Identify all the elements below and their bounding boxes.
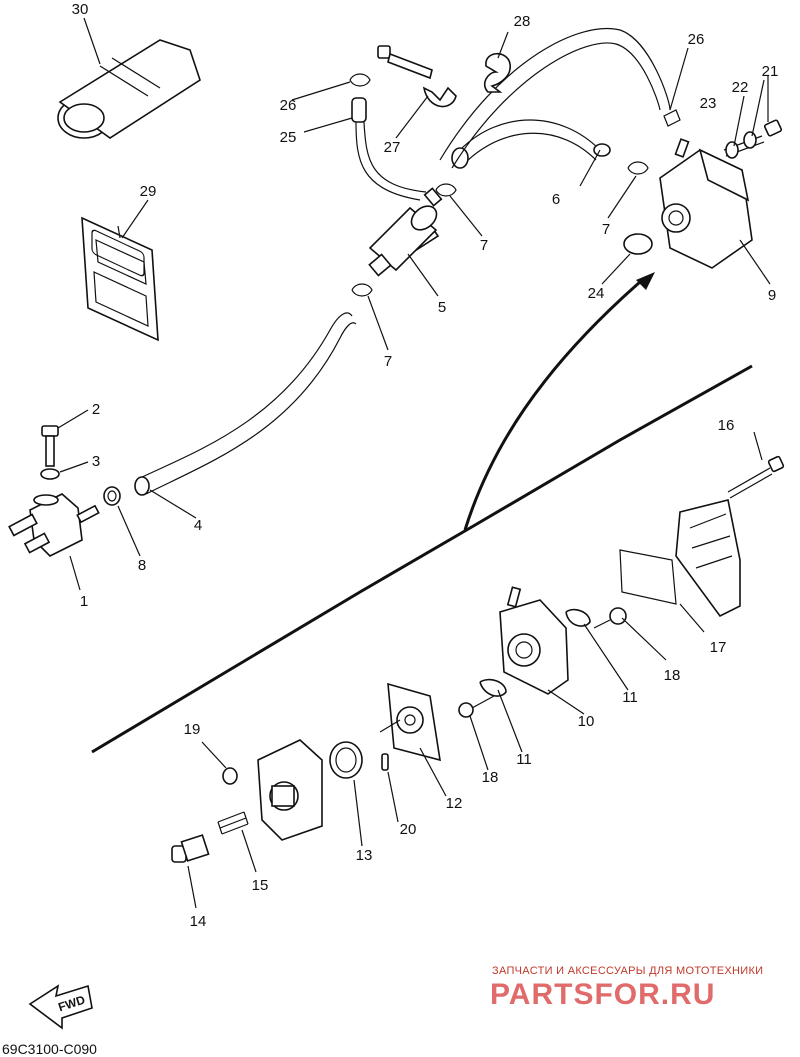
part-26-clip-right — [663, 109, 681, 127]
part-5-fuel-filter — [368, 187, 443, 277]
callout-11-lower: 11 — [516, 751, 532, 768]
part-12-diaphragm — [379, 682, 441, 762]
callout-11-upper: 11 — [622, 689, 638, 706]
callout-15: 15 — [252, 877, 269, 894]
callout-26-left: 26 — [280, 97, 297, 114]
callout-1: 1 — [80, 593, 88, 610]
part-6-fuel-hose — [451, 119, 611, 169]
callout-3: 3 — [92, 453, 100, 470]
callout-7-lower: 7 — [384, 353, 392, 370]
part-15-spring — [217, 811, 249, 835]
part-20-pin — [381, 753, 389, 771]
part-7-clip-b — [435, 183, 457, 197]
part-11-valve-lower — [479, 678, 507, 697]
part-14-plunger — [171, 834, 210, 863]
part-11-valve-upper — [565, 608, 591, 627]
part-26-clip-left — [349, 73, 371, 87]
callout-13: 13 — [356, 847, 373, 864]
callout-22: 22 — [732, 79, 749, 96]
part-13-spring — [329, 741, 363, 779]
detail-arrow-icon — [636, 272, 655, 290]
callout-30: 30 — [72, 1, 89, 18]
callout-5: 5 — [438, 299, 446, 316]
callout-6: 6 — [552, 191, 560, 208]
callout-12: 12 — [446, 795, 463, 812]
callout-10: 10 — [578, 713, 595, 730]
part-19-nut — [222, 767, 238, 785]
callout-24: 24 — [588, 285, 605, 302]
callout-2: 2 — [92, 401, 100, 418]
callout-14: 14 — [190, 913, 207, 930]
callout-18-upper: 18 — [664, 667, 681, 684]
part-24-o-ring — [623, 233, 653, 255]
callout-4: 4 — [194, 517, 202, 534]
part-16-bolt — [727, 455, 785, 499]
callout-17: 17 — [710, 639, 727, 656]
part-9-fuel-pump — [659, 138, 753, 269]
part-17-pump-cover — [675, 499, 741, 618]
callout-28: 28 — [514, 13, 531, 30]
section-divider-line — [91, 364, 753, 754]
hose-upper-return — [439, 28, 671, 161]
callout-18-lower: 18 — [482, 769, 499, 786]
detail-callout-curve — [463, 280, 641, 531]
callout-16: 16 — [718, 417, 735, 434]
part-22-washer — [743, 131, 757, 149]
part-18-screw-lower — [458, 695, 495, 718]
callout-7-upper: 7 — [602, 221, 610, 238]
part-18-screw-upper — [593, 607, 627, 629]
callout-8: 8 — [138, 557, 146, 574]
part-29-gasket-sheet — [81, 216, 159, 342]
watermark-tagline: ЗАПЧАСТИ И АКСЕССУАРЫ ДЛЯ МОТОТЕХНИКИ — [492, 965, 763, 977]
callout-29: 29 — [140, 183, 157, 200]
callout-25: 25 — [280, 129, 297, 146]
part-18-gasket — [619, 549, 677, 605]
part-30-boot — [57, 39, 201, 139]
callout-21: 21 — [762, 63, 779, 80]
part-2-bolt — [41, 425, 59, 467]
watermark-brand: PARTSFOR.RU — [490, 978, 715, 1011]
callout-7-mid: 7 — [480, 237, 488, 254]
callout-23: 23 — [700, 95, 717, 112]
diagram-code: 69C3100-C090 — [2, 1041, 97, 1057]
callout-20: 20 — [400, 821, 417, 838]
callout-26-right: 26 — [688, 31, 705, 48]
hose-upper-return-outer — [451, 42, 661, 169]
part-25-hose — [351, 97, 427, 201]
part-3-washer — [40, 468, 60, 480]
callout-19: 19 — [184, 721, 201, 738]
part-1-fuel-joint — [8, 493, 100, 557]
pump-base-housing — [257, 739, 323, 841]
part-4-fuel-hose — [134, 312, 357, 496]
callout-27: 27 — [384, 139, 401, 156]
part-23-washer — [725, 141, 739, 159]
part-10-pump-body — [499, 586, 569, 695]
part-28-clamp — [483, 52, 511, 93]
callout-leaders — [57, 17, 771, 909]
part-8-clip — [103, 486, 121, 506]
callout-9: 9 — [768, 287, 776, 304]
part-7-clip-a — [351, 283, 373, 297]
fwd-arrow-icon: FWD — [28, 984, 93, 1030]
part-27-bracket — [377, 45, 457, 108]
part-7-clip-c — [627, 161, 649, 175]
